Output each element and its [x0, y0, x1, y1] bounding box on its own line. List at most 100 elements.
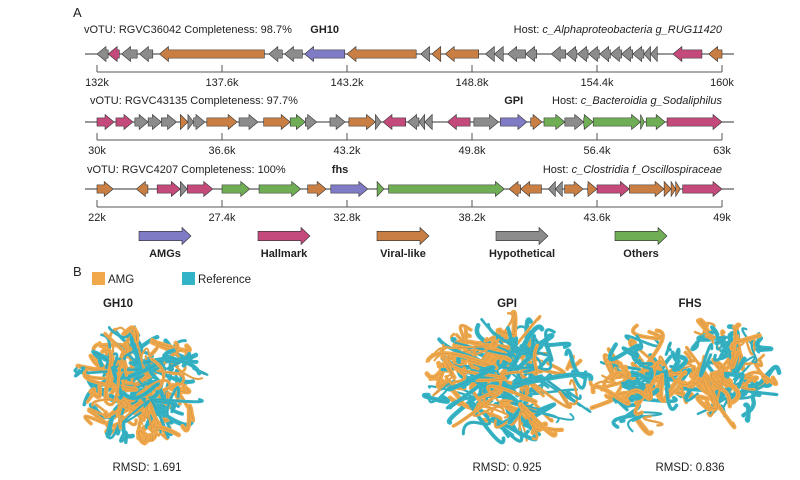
gene-arrow-hypo — [187, 113, 194, 131]
ribbon-edge — [592, 386, 629, 404]
ribbon-edge — [624, 385, 651, 400]
gene-arrow-hypo — [547, 180, 556, 198]
host-label: Host: c_Bacteroidia g_Sodaliphilus — [552, 95, 722, 107]
gene-arrow-hallmark — [186, 180, 214, 198]
ribbon-edge — [755, 359, 762, 374]
ribbon-edge — [761, 366, 780, 384]
ribbon-edge — [171, 404, 183, 415]
track-title: vOTU: RGVC36042 Completeness: 98.7% — [84, 24, 292, 36]
gene-arrow-hallmark — [446, 113, 471, 131]
gene-arrow-hypo — [147, 113, 162, 131]
tick-label: 49k — [713, 212, 731, 224]
ribbon-edge — [497, 360, 537, 372]
gene-arrow-hypo — [407, 113, 420, 131]
ribbon-edge — [672, 349, 679, 361]
gene-arrow-viral — [675, 180, 681, 198]
gene-arrow-hypo — [550, 45, 567, 63]
tick-label: 148.8k — [455, 77, 489, 89]
ribbon-edge — [182, 405, 193, 431]
gene-arrow-hallmark — [96, 113, 115, 131]
gene-arrow-viral — [180, 113, 189, 131]
ribbon-edge — [559, 391, 570, 408]
gene-arrow-hypo — [621, 45, 634, 63]
tick-label: 43.6k — [584, 212, 611, 224]
gene-arrow-hypo — [161, 113, 178, 131]
ribbon-edge — [642, 380, 654, 392]
ribbon-edge — [131, 376, 134, 384]
ribbon-edge — [503, 428, 522, 442]
tick-label: 30k — [88, 145, 106, 157]
gene-arrow-hypo — [525, 45, 538, 63]
gene-arrow-other — [592, 113, 642, 131]
ribbon-edge — [609, 344, 640, 360]
ribbon-edge — [756, 369, 771, 389]
legend-label: AMGs — [149, 248, 181, 260]
gene-arrow-hypo — [268, 45, 283, 63]
ribbon-edge — [615, 367, 635, 379]
ribbon-edge — [731, 335, 760, 349]
gene-arrow-hypo — [329, 113, 346, 131]
gene-arrow-other — [376, 180, 385, 198]
legend-arrow-viral — [376, 226, 430, 246]
tick-label: 160k — [710, 77, 734, 89]
ribbon-edge — [732, 326, 738, 368]
ribbon-edge — [632, 357, 652, 366]
reference-legend-label: Reference — [198, 274, 251, 286]
gene-arrow-hypo — [121, 45, 138, 63]
gene-arrow-hypo — [493, 45, 504, 63]
gene-arrow-hypo — [305, 113, 318, 131]
ribbon-edge — [569, 379, 578, 405]
gene-arrow-other — [289, 113, 306, 131]
gene-arrow-viral — [159, 45, 265, 63]
structure-legend: AMG Reference — [92, 272, 251, 286]
ribbon-edge — [527, 358, 552, 370]
structure-title: FHS — [679, 298, 702, 310]
gene-arrow-viral — [663, 180, 672, 198]
ribbon-edge — [629, 371, 652, 380]
ribbon-edge — [716, 337, 730, 347]
ribbon-edge — [151, 359, 164, 389]
ribbon-edge — [167, 355, 194, 369]
gene-arrow-hypo — [96, 45, 109, 63]
amg-legend-label: AMG — [108, 274, 134, 286]
gene-arrow-amg — [304, 45, 346, 63]
ribbon-edge — [709, 394, 735, 428]
gene-arrow-other — [258, 180, 302, 198]
legend-label: Hallmark — [261, 248, 308, 260]
track-2: vOTU: RGVC43135 Completeness: 97.7% GPI … — [85, 95, 734, 157]
tick-label: 43.2k — [334, 145, 361, 157]
ribbon-edge — [85, 410, 106, 424]
gene-arrow-hypo — [643, 45, 651, 63]
ribbon-edge — [485, 336, 495, 342]
ribbon-edge — [123, 384, 159, 399]
ribbon-edge — [483, 404, 509, 418]
gene-arrow-viral — [348, 113, 376, 131]
tick-label: 38.2k — [459, 212, 486, 224]
gene-arrow-hypo — [484, 45, 495, 63]
ribbon-edge — [120, 432, 128, 443]
ribbon-edge — [109, 326, 135, 338]
gene-arrow-viral — [346, 45, 417, 63]
structure-gpi: GPI RMSD: 0.925 — [421, 298, 594, 474]
ribbon-edge — [75, 367, 85, 377]
gene-arrow-viral — [263, 113, 291, 131]
ribbon-edge — [665, 372, 686, 399]
structure-fhs: FHS RMSD: 0.836 — [588, 298, 782, 474]
gene-arrow-hypo — [180, 180, 188, 198]
gene-arrow-hypo — [424, 113, 433, 131]
protein-ribbon-fhs — [588, 317, 782, 436]
rmsd-value: RMSD: 1.691 — [112, 462, 181, 474]
tick-label: 49.8k — [459, 145, 486, 157]
ribbon-edge — [692, 336, 703, 350]
ribbon-edge — [509, 395, 531, 423]
gene-arrow-hallmark — [107, 45, 120, 63]
gene-arrow-hypo — [599, 45, 611, 63]
tick-label: 132k — [85, 77, 109, 89]
ribbon-edge — [674, 356, 686, 370]
ribbon-edge — [424, 394, 448, 402]
ribbon-edge — [666, 342, 671, 355]
gene-arrow-hypo — [138, 45, 154, 63]
ribbon-edge — [714, 372, 724, 387]
gene-arrow-other — [645, 113, 666, 131]
ribbon-edge — [488, 324, 533, 355]
